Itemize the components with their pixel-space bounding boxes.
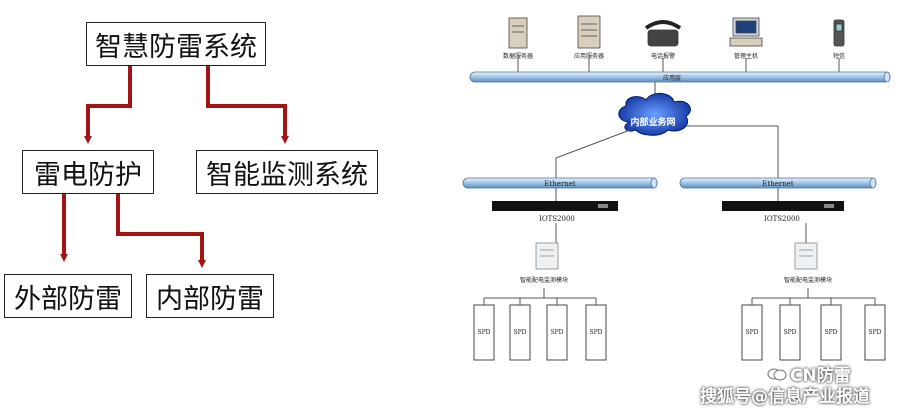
- spd-label: SPD: [478, 329, 491, 336]
- spd-label: SPD: [590, 329, 603, 336]
- app-layer-label: 应用层: [663, 74, 681, 82]
- monitor-label-right: 智能配电监测模块: [784, 276, 832, 284]
- server-icon: [577, 15, 601, 49]
- root-node: 智慧防雷系统: [86, 22, 266, 66]
- ethernet-bus-left: [462, 177, 658, 189]
- mobile-phone-icon: [833, 19, 845, 47]
- app-layer-bus: [469, 71, 891, 83]
- spd-label: SPD: [514, 329, 527, 336]
- spd-label: SPD: [825, 329, 838, 336]
- wechat-icon: [767, 366, 787, 381]
- ethernet-label-right: Ethernet: [762, 180, 794, 188]
- arrow-root-to-monitoring: [206, 66, 289, 144]
- ethernet-label-left: Ethernet: [544, 180, 576, 188]
- monitoring-system-node: 智能监测系统: [196, 150, 378, 194]
- monitor-module-left: [535, 242, 559, 270]
- device-label-left: IOTS2000: [539, 215, 575, 223]
- device-label-right: IOTS2000: [764, 215, 800, 223]
- node-label-sms: 短信: [833, 52, 845, 60]
- external-protection-node: 外部防雷: [4, 274, 132, 318]
- spd-box: [473, 304, 495, 361]
- brand-watermark: CN防雷: [790, 366, 851, 386]
- server-icon: [508, 17, 528, 49]
- node-label-management-host: 管理主机: [734, 52, 758, 60]
- node-label-phone-alarm: 电话报警: [651, 52, 675, 60]
- spd-label: SPD: [869, 329, 882, 336]
- spd-box: [820, 304, 842, 361]
- lightning-protection-node: 雷电防护: [22, 150, 154, 194]
- monitor-module-right: [794, 242, 818, 270]
- spd-box: [741, 304, 763, 361]
- node-label-data-server: 数据服务器: [503, 52, 533, 60]
- spd-label: SPD: [784, 329, 797, 336]
- spd-box: [779, 304, 801, 361]
- spd-box: [509, 304, 531, 361]
- iots2000-device-right: [722, 201, 844, 211]
- spd-box: [585, 304, 607, 361]
- computer-icon: [729, 17, 763, 47]
- spd-label: SPD: [746, 329, 759, 336]
- internal-protection-node: 内部防雷: [146, 274, 274, 318]
- internal-network-cloud: [618, 93, 691, 136]
- monitor-label-left: 智能配电监测模块: [520, 276, 568, 284]
- spd-box: [864, 304, 886, 361]
- iots2000-device-left: [492, 201, 618, 211]
- node-label-app-server: 应用服务器: [574, 52, 604, 60]
- arrow-protection-to-internal: [116, 194, 206, 268]
- spd-label: SPD: [551, 329, 564, 336]
- telephone-icon: [644, 20, 682, 47]
- source-watermark: 搜狐号@信息产业报道: [700, 387, 870, 407]
- cloud-label: 内部业务网: [630, 116, 675, 128]
- spd-box: [546, 304, 568, 361]
- arrow-root-to-protection: [84, 66, 132, 144]
